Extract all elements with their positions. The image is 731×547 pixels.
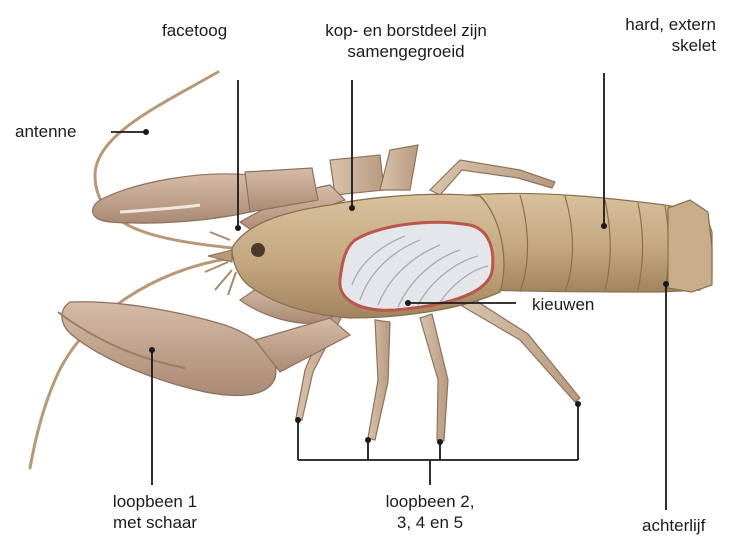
- abdomen: [470, 193, 712, 292]
- label-hard-line2: skelet: [590, 35, 716, 56]
- label-kop-line1: kop- en borstdeel zijn: [296, 20, 516, 41]
- label-kieuwen: kieuwen: [532, 294, 594, 315]
- label-loopbeen2-line1: loopbeen 2,: [345, 491, 515, 512]
- label-kop-en-borstdeel: kop- en borstdeel zijn samengegroeid: [296, 20, 516, 62]
- leg-4: [420, 314, 448, 441]
- label-loopbeen-2-5: loopbeen 2, 3, 4 en 5: [345, 491, 515, 533]
- label-loopbeen1-line2: met schaar: [70, 512, 240, 533]
- label-kop-line2: samengegroeid: [296, 41, 516, 62]
- label-loopbeen2-line2: 3, 4 en 5: [345, 512, 515, 533]
- label-loopbeen-1: loopbeen 1 met schaar: [70, 491, 240, 533]
- leg-3: [368, 320, 390, 440]
- upper-leg-b: [380, 145, 418, 190]
- label-antenne: antenne: [15, 121, 76, 142]
- label-facetoog: facetoog: [162, 20, 227, 41]
- eye: [251, 243, 265, 257]
- upper-leg-c: [430, 160, 555, 195]
- label-hard-line1: hard, extern: [590, 14, 716, 35]
- label-loopbeen1-line1: loopbeen 1: [70, 491, 240, 512]
- label-hard-extern-skelet: hard, extern skelet: [590, 14, 716, 56]
- label-achterlijf: achterlijf: [642, 515, 705, 536]
- upper-leg-a: [330, 155, 384, 195]
- tail-fan: [668, 200, 712, 292]
